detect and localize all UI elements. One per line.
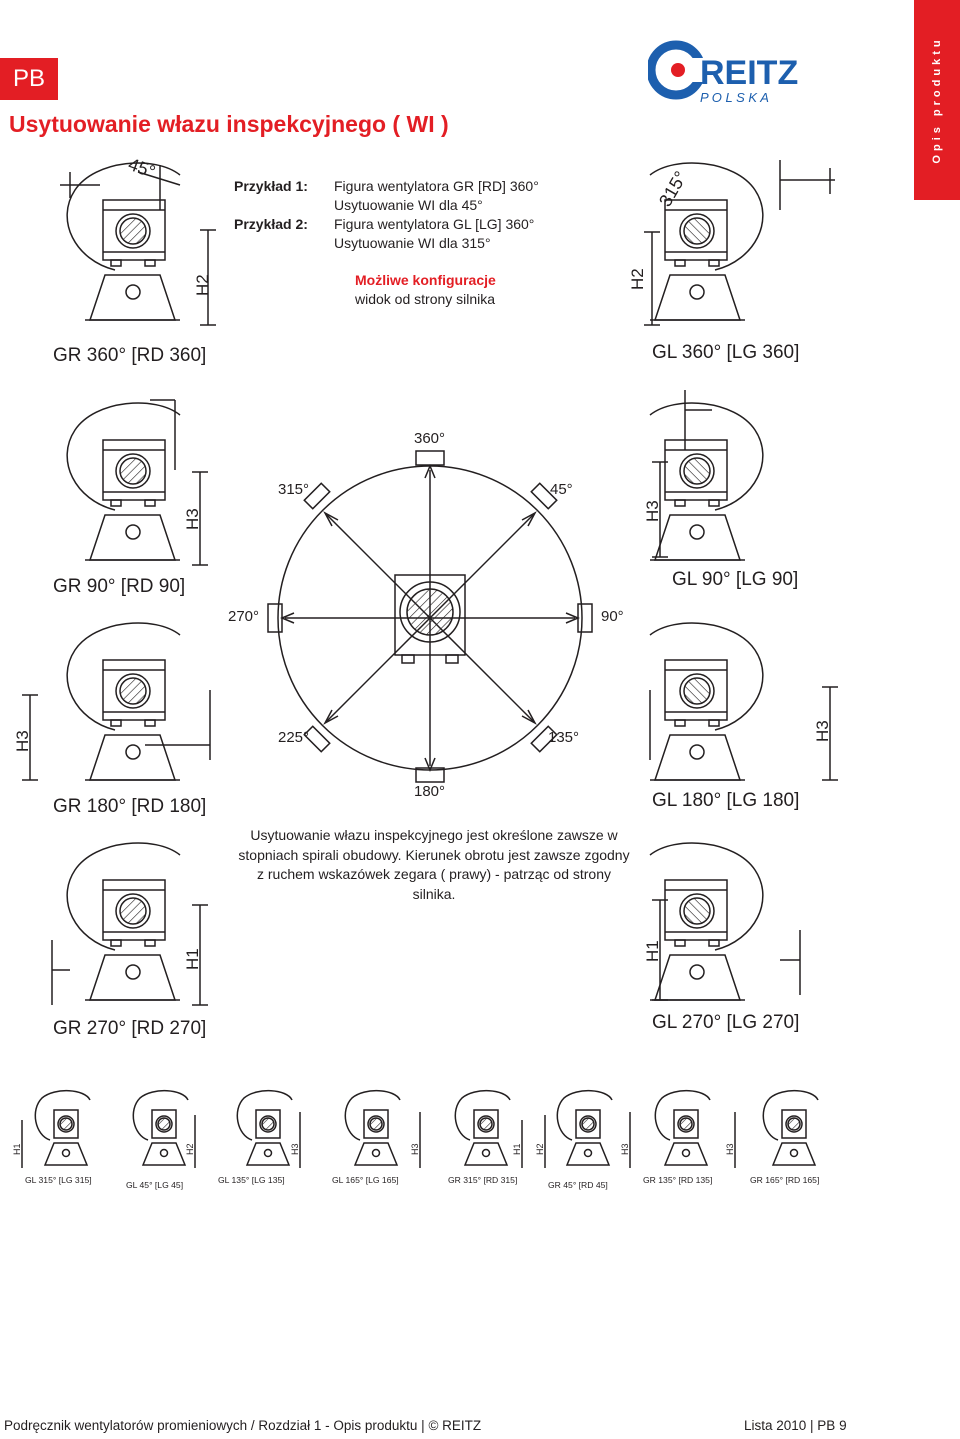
example-1-label: Przykład 1: <box>234 178 308 194</box>
height-label-h2-right: H2 <box>628 268 647 290</box>
small-fan-label-6: GR 45° [RD 45] <box>548 1180 608 1190</box>
fan-label-gr90: GR 90° [RD 90] <box>53 576 186 597</box>
height-label-h1-gl270: H1 <box>643 940 662 962</box>
small-fan-h-7: H3 <box>620 1143 630 1155</box>
small-fan-label-2: GL 45° [LG 45] <box>126 1180 184 1190</box>
fan-label-gr270: GR 270° [RD 270] <box>53 1018 207 1039</box>
logo-sub: P O L S K A <box>700 90 769 105</box>
dial-angle-225: 225° <box>278 729 310 746</box>
example-2-label: Przykład 2: <box>234 216 308 232</box>
logo-wordmark: REITZ <box>700 54 798 92</box>
example-1-line-2: Usytuowanie WI dla 45° <box>334 197 483 213</box>
dial-angle-270: 270° <box>228 608 260 625</box>
small-fan-h-2: H2 <box>185 1143 195 1155</box>
small-fan-h-4: H3 <box>410 1143 420 1155</box>
dial-angle-360: 360° <box>414 430 446 447</box>
reitz-logo: REITZ P O L S K A <box>646 40 848 110</box>
small-fan-label-5: GR 315° [RD 315] <box>448 1175 518 1185</box>
dial-angle-135: 135° <box>548 729 580 746</box>
page-title: Usytuowanie włazu inspekcyjnego ( WI ) <box>9 111 449 137</box>
small-fan-h-5: H1 <box>512 1143 522 1155</box>
small-fan-h-6: H2 <box>535 1143 545 1155</box>
small-fan-h-3: H3 <box>290 1143 300 1155</box>
small-fan-h-1: H1 <box>12 1143 22 1155</box>
dial-angle-90: 90° <box>601 608 624 625</box>
height-label-h3-gr180: H3 <box>13 730 32 752</box>
small-fan-label-7: GR 135° [RD 135] <box>643 1175 713 1185</box>
dial-angle-315: 315° <box>278 481 310 498</box>
description-text: Usytuowanie włazu inspekcyjnego jest okr… <box>238 827 630 902</box>
height-label-h3-gl90: H3 <box>643 500 662 522</box>
fan-label-gr180: GR 180° [RD 180] <box>53 796 207 817</box>
small-fan-h-8: H3 <box>725 1143 735 1155</box>
fan-label-gl360: GL 360° [LG 360] <box>652 342 800 363</box>
dial-angle-45: 45° <box>550 481 573 498</box>
small-fan-label-3: GL 135° [LG 135] <box>218 1175 285 1185</box>
small-fan-label-1: GL 315° [LG 315] <box>25 1175 92 1185</box>
height-label-h1-gr270: H1 <box>183 948 202 970</box>
section-badge: PB <box>0 58 58 100</box>
fan-label-gl90: GL 90° [LG 90] <box>672 569 799 590</box>
dial-angle-180: 180° <box>414 783 446 800</box>
example-2-line-2: Usytuowanie WI dla 315° <box>334 235 491 251</box>
side-tab: Opis produktu <box>914 0 960 200</box>
example-1-line-1: Figura wentylatora GR [RD] 360° <box>334 178 539 194</box>
example-2-line-1: Figura wentylatora GL [LG] 360° <box>334 216 535 232</box>
height-label-h2-left: H2 <box>193 274 212 296</box>
height-label-h3-gr90: H3 <box>183 508 202 530</box>
small-fan-label-4: GL 165° [LG 165] <box>332 1175 399 1185</box>
configs-subheading: widok od strony silnika <box>355 291 496 307</box>
fan-label-gl180: GL 180° [LG 180] <box>652 790 800 811</box>
footer-right: Lista 2010 | PB 9 <box>744 1418 847 1433</box>
fan-label-gr360: GR 360° [RD 360] <box>53 345 207 366</box>
configs-heading: Możliwe konfiguracje <box>355 272 496 288</box>
footer-left: Podręcznik wentylatorów promieniowych / … <box>4 1418 482 1433</box>
small-fan-label-8: GR 165° [RD 165] <box>750 1175 820 1185</box>
fan-label-gl270: GL 270° [LG 270] <box>652 1012 800 1033</box>
height-label-h3-gl180: H3 <box>813 720 832 742</box>
